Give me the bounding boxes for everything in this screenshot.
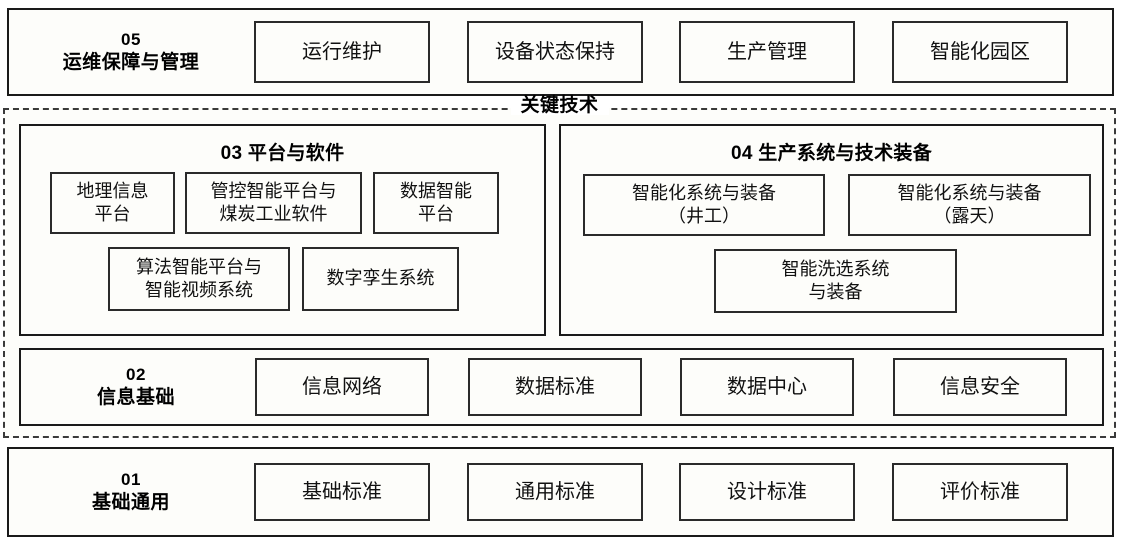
item-box-05-2[interactable]: 设备状态保持 [467, 21, 643, 83]
item-box-05-4[interactable]: 智能化园区 [892, 21, 1068, 83]
stage-number-01: 01 [121, 469, 141, 489]
stage-name-05: 运维保障与管理 [62, 51, 200, 73]
stage-caption-01: 01 基础通用 [15, 449, 247, 535]
item-box-04-1[interactable]: 智能化系统与装备 （井工） [583, 174, 825, 236]
item-box-05-3[interactable]: 生产管理 [679, 21, 855, 83]
layer-row-02: 02 信息基础 信息网络 数据标准 数据中心 信息安全 [19, 348, 1104, 426]
stage-number-02: 02 [126, 364, 146, 384]
item-box-03-1[interactable]: 地理信息 平台 [50, 172, 175, 234]
item-box-02-4[interactable]: 信息安全 [893, 358, 1067, 416]
item-box-02-3[interactable]: 数据中心 [680, 358, 854, 416]
group-title-04: 04 生产系统与技术装备 [730, 143, 932, 164]
item-box-04-3[interactable]: 智能洗选系统 与装备 [714, 249, 957, 313]
key-technology-label: 关键技术 [510, 96, 609, 115]
stage-caption-05: 05 运维保障与管理 [15, 10, 247, 94]
group-title-03: 03 平台与软件 [220, 143, 345, 164]
item-box-02-2[interactable]: 数据标准 [468, 358, 642, 416]
stage-name-02: 信息基础 [96, 386, 175, 408]
item-box-01-3[interactable]: 设计标准 [679, 463, 855, 521]
item-box-01-1[interactable]: 基础标准 [254, 463, 430, 521]
group-panel-04: 04 生产系统与技术装备 智能化系统与装备 （井工） 智能化系统与装备 （露天）… [559, 124, 1104, 336]
stage-name-01: 基础通用 [91, 491, 170, 513]
key-technology-zone: 关键技术 03 平台与软件 地理信息 平台 管控智能平台与 煤炭工业软件 数据智… [3, 96, 1116, 438]
item-box-01-4[interactable]: 评价标准 [892, 463, 1068, 521]
layer-row-05: 05 运维保障与管理 运行维护 设备状态保持 生产管理 智能化园区 [7, 8, 1114, 96]
item-box-03-3[interactable]: 数据智能 平台 [373, 172, 499, 234]
item-box-04-2[interactable]: 智能化系统与装备 （露天） [848, 174, 1091, 236]
group-panel-03: 03 平台与软件 地理信息 平台 管控智能平台与 煤炭工业软件 数据智能 平台 … [19, 124, 546, 336]
item-box-03-2[interactable]: 管控智能平台与 煤炭工业软件 [185, 172, 362, 234]
item-box-01-2[interactable]: 通用标准 [467, 463, 643, 521]
stage-number-05: 05 [121, 29, 141, 49]
item-box-03-5[interactable]: 数字孪生系统 [302, 247, 459, 311]
layer-row-01: 01 基础通用 基础标准 通用标准 设计标准 评价标准 [7, 447, 1114, 537]
item-box-03-4[interactable]: 算法智能平台与 智能视频系统 [108, 247, 290, 311]
item-box-02-1[interactable]: 信息网络 [255, 358, 429, 416]
stage-caption-02: 02 信息基础 [21, 350, 251, 424]
item-box-05-1[interactable]: 运行维护 [254, 21, 430, 83]
